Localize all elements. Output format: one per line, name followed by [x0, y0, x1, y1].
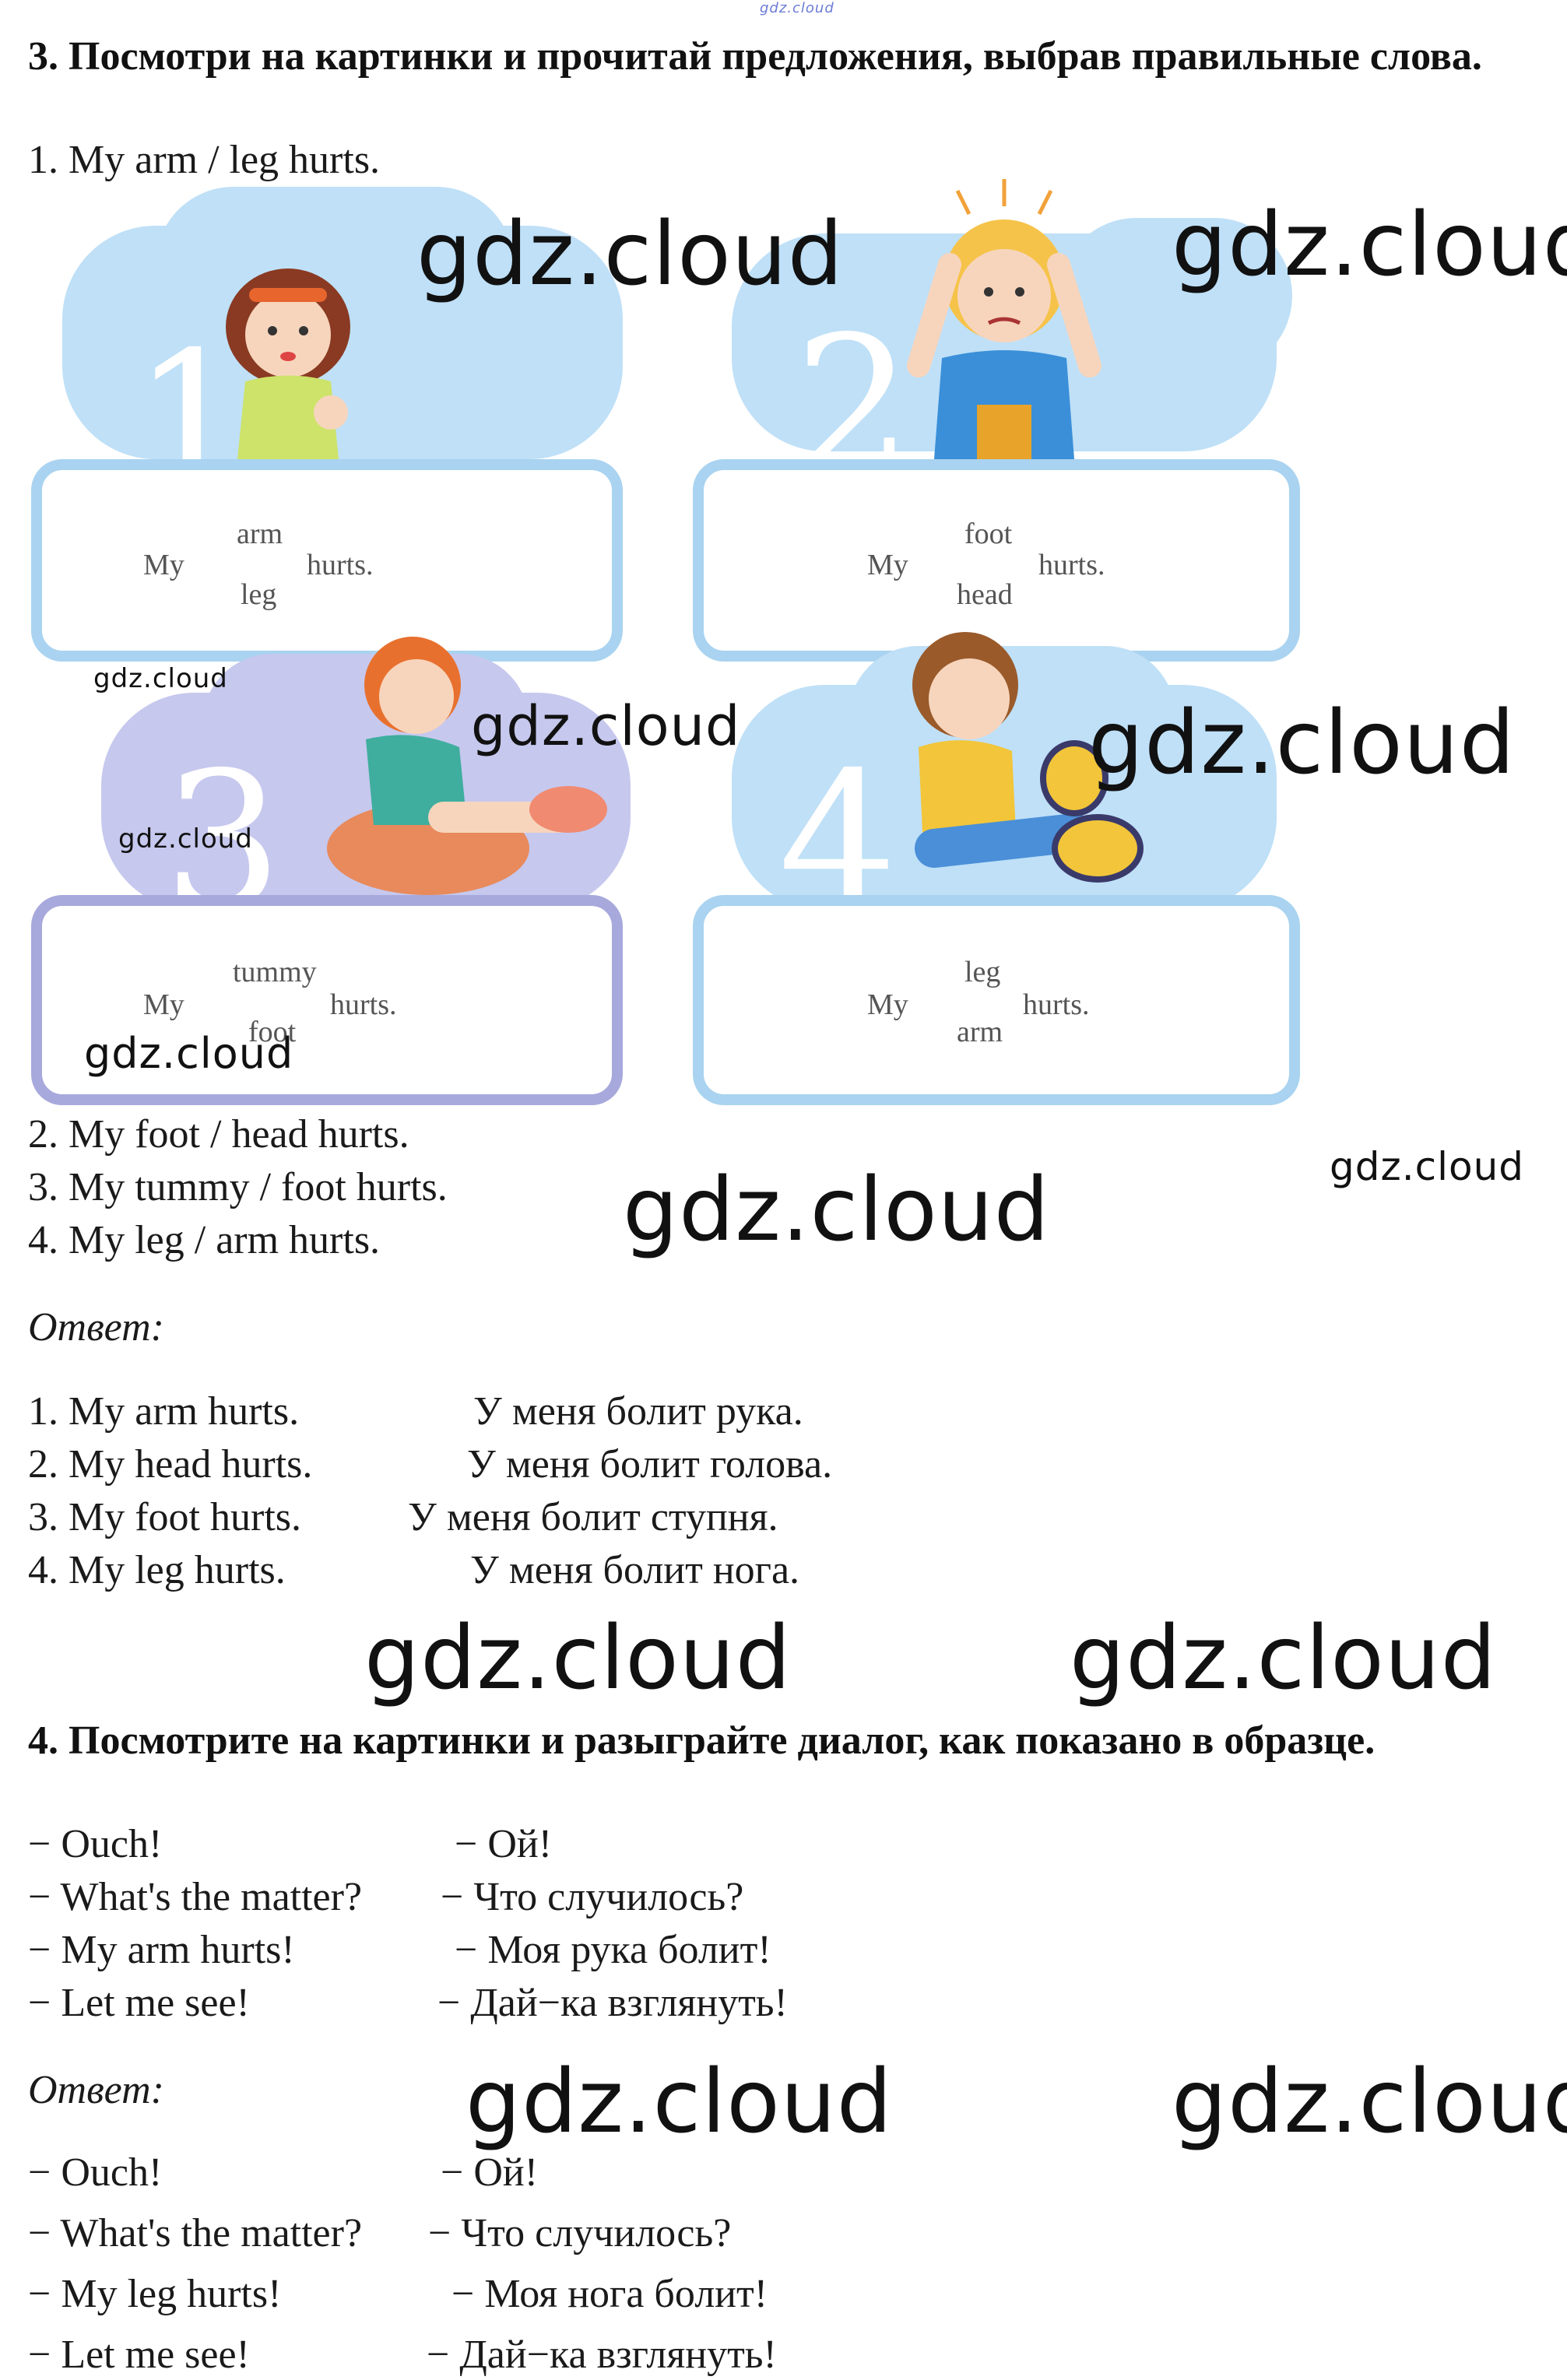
- task3-sentence-3: 3. My tummy / foot hurts.: [28, 1165, 448, 1209]
- answer-ru-4: У меня болит нога.: [470, 1548, 800, 1592]
- watermark: gdz.cloud: [1070, 1608, 1497, 1709]
- watermark: gdz.cloud: [623, 1160, 1050, 1261]
- dialog-en-3: − My arm hurts!: [28, 1928, 295, 1972]
- watermark: gdz.cloud: [1172, 195, 1567, 296]
- answer-dialog-en-1: − Ouch!: [28, 2150, 163, 2195]
- task3-sentence-2: 2. My foot / head hurts.: [28, 1112, 409, 1157]
- answer-ru-1: У меня болит рука.: [473, 1389, 803, 1434]
- watermark: gdz.cloud: [1330, 1144, 1525, 1189]
- watermark: gdz.cloud: [1088, 693, 1516, 794]
- watermark: gdz.cloud: [471, 694, 741, 758]
- task3-heading: 3. Посмотри на картинки и прочитай предл…: [28, 34, 1482, 79]
- task4-answer-label: Ответ:: [28, 2068, 164, 2112]
- watermark: gdz.cloud: [364, 1608, 792, 1709]
- boy-holding-head-illustration: [907, 179, 1101, 459]
- answer-dialog-ru-4: − Дай−ка взглянуть!: [427, 2333, 777, 2377]
- answer-dialog-en-3: − My leg hurts!: [28, 2272, 282, 2316]
- boy-holding-leg-illustration: [912, 632, 1144, 883]
- answer-dialog-ru-1: − Ой!: [441, 2150, 539, 2195]
- watermark: gdz.cloud: [84, 1029, 294, 1078]
- boy-holding-foot-illustration: [327, 637, 607, 895]
- answer-dialog-ru-3: − Моя нога болит!: [451, 2272, 768, 2316]
- watermark: gdz.cloud: [1172, 2052, 1567, 2153]
- task4-heading: 4. Посмотрите на картинки и разыграйте д…: [28, 1718, 1376, 1763]
- watermark: gdz.cloud: [466, 2052, 893, 2153]
- watermark: gdz.cloud: [416, 204, 844, 305]
- task3-answer-label: Ответ:: [28, 1305, 164, 1350]
- answer-en-3: 3. My foot hurts.: [28, 1495, 301, 1539]
- dialog-ru-2: − Что случилось?: [441, 1875, 744, 1919]
- dialog-ru-1: − Ой!: [455, 1822, 553, 1866]
- task3-sentence-1: 1. My arm / leg hurts.: [28, 138, 381, 182]
- answer-dialog-ru-2: − Что случилось?: [428, 2211, 732, 2255]
- dialog-en-1: − Ouch!: [28, 1822, 163, 1866]
- illustration-panel: 1 My arm leg hurts. 2 My foot head hurts: [31, 179, 1308, 1105]
- watermark: gdz.cloud: [118, 823, 253, 855]
- sentence-card-3: My tummy foot hurts.: [31, 895, 623, 1105]
- dialog-ru-4: − Дай−ка взглянуть!: [437, 1981, 788, 2025]
- girl-holding-arm-illustration: [226, 269, 350, 459]
- answer-ru-2: У меня болит голова.: [467, 1442, 833, 1487]
- task3-sentence-4: 4. My leg / arm hurts.: [28, 1218, 381, 1262]
- answer-en-1: 1. My arm hurts.: [28, 1389, 300, 1434]
- watermark: gdz.cloud: [93, 663, 228, 694]
- top-watermark: gdz.cloud: [760, 0, 834, 16]
- dialog-en-2: − What's the matter?: [28, 1875, 363, 1919]
- answer-en-4: 4. My leg hurts.: [28, 1548, 286, 1592]
- answer-dialog-en-2: − What's the matter?: [28, 2211, 363, 2255]
- answer-ru-3: У меня болит ступня.: [408, 1495, 778, 1539]
- dialog-en-4: − Let me see!: [28, 1981, 250, 2025]
- answer-en-2: 2. My head hurts.: [28, 1442, 313, 1487]
- sentence-card-4: My leg arm hurts.: [693, 895, 1300, 1105]
- dialog-ru-3: − Моя рука болит!: [455, 1928, 771, 1972]
- sentence-card-2: My foot head hurts.: [693, 459, 1300, 662]
- answer-dialog-en-4: − Let me see!: [28, 2333, 250, 2377]
